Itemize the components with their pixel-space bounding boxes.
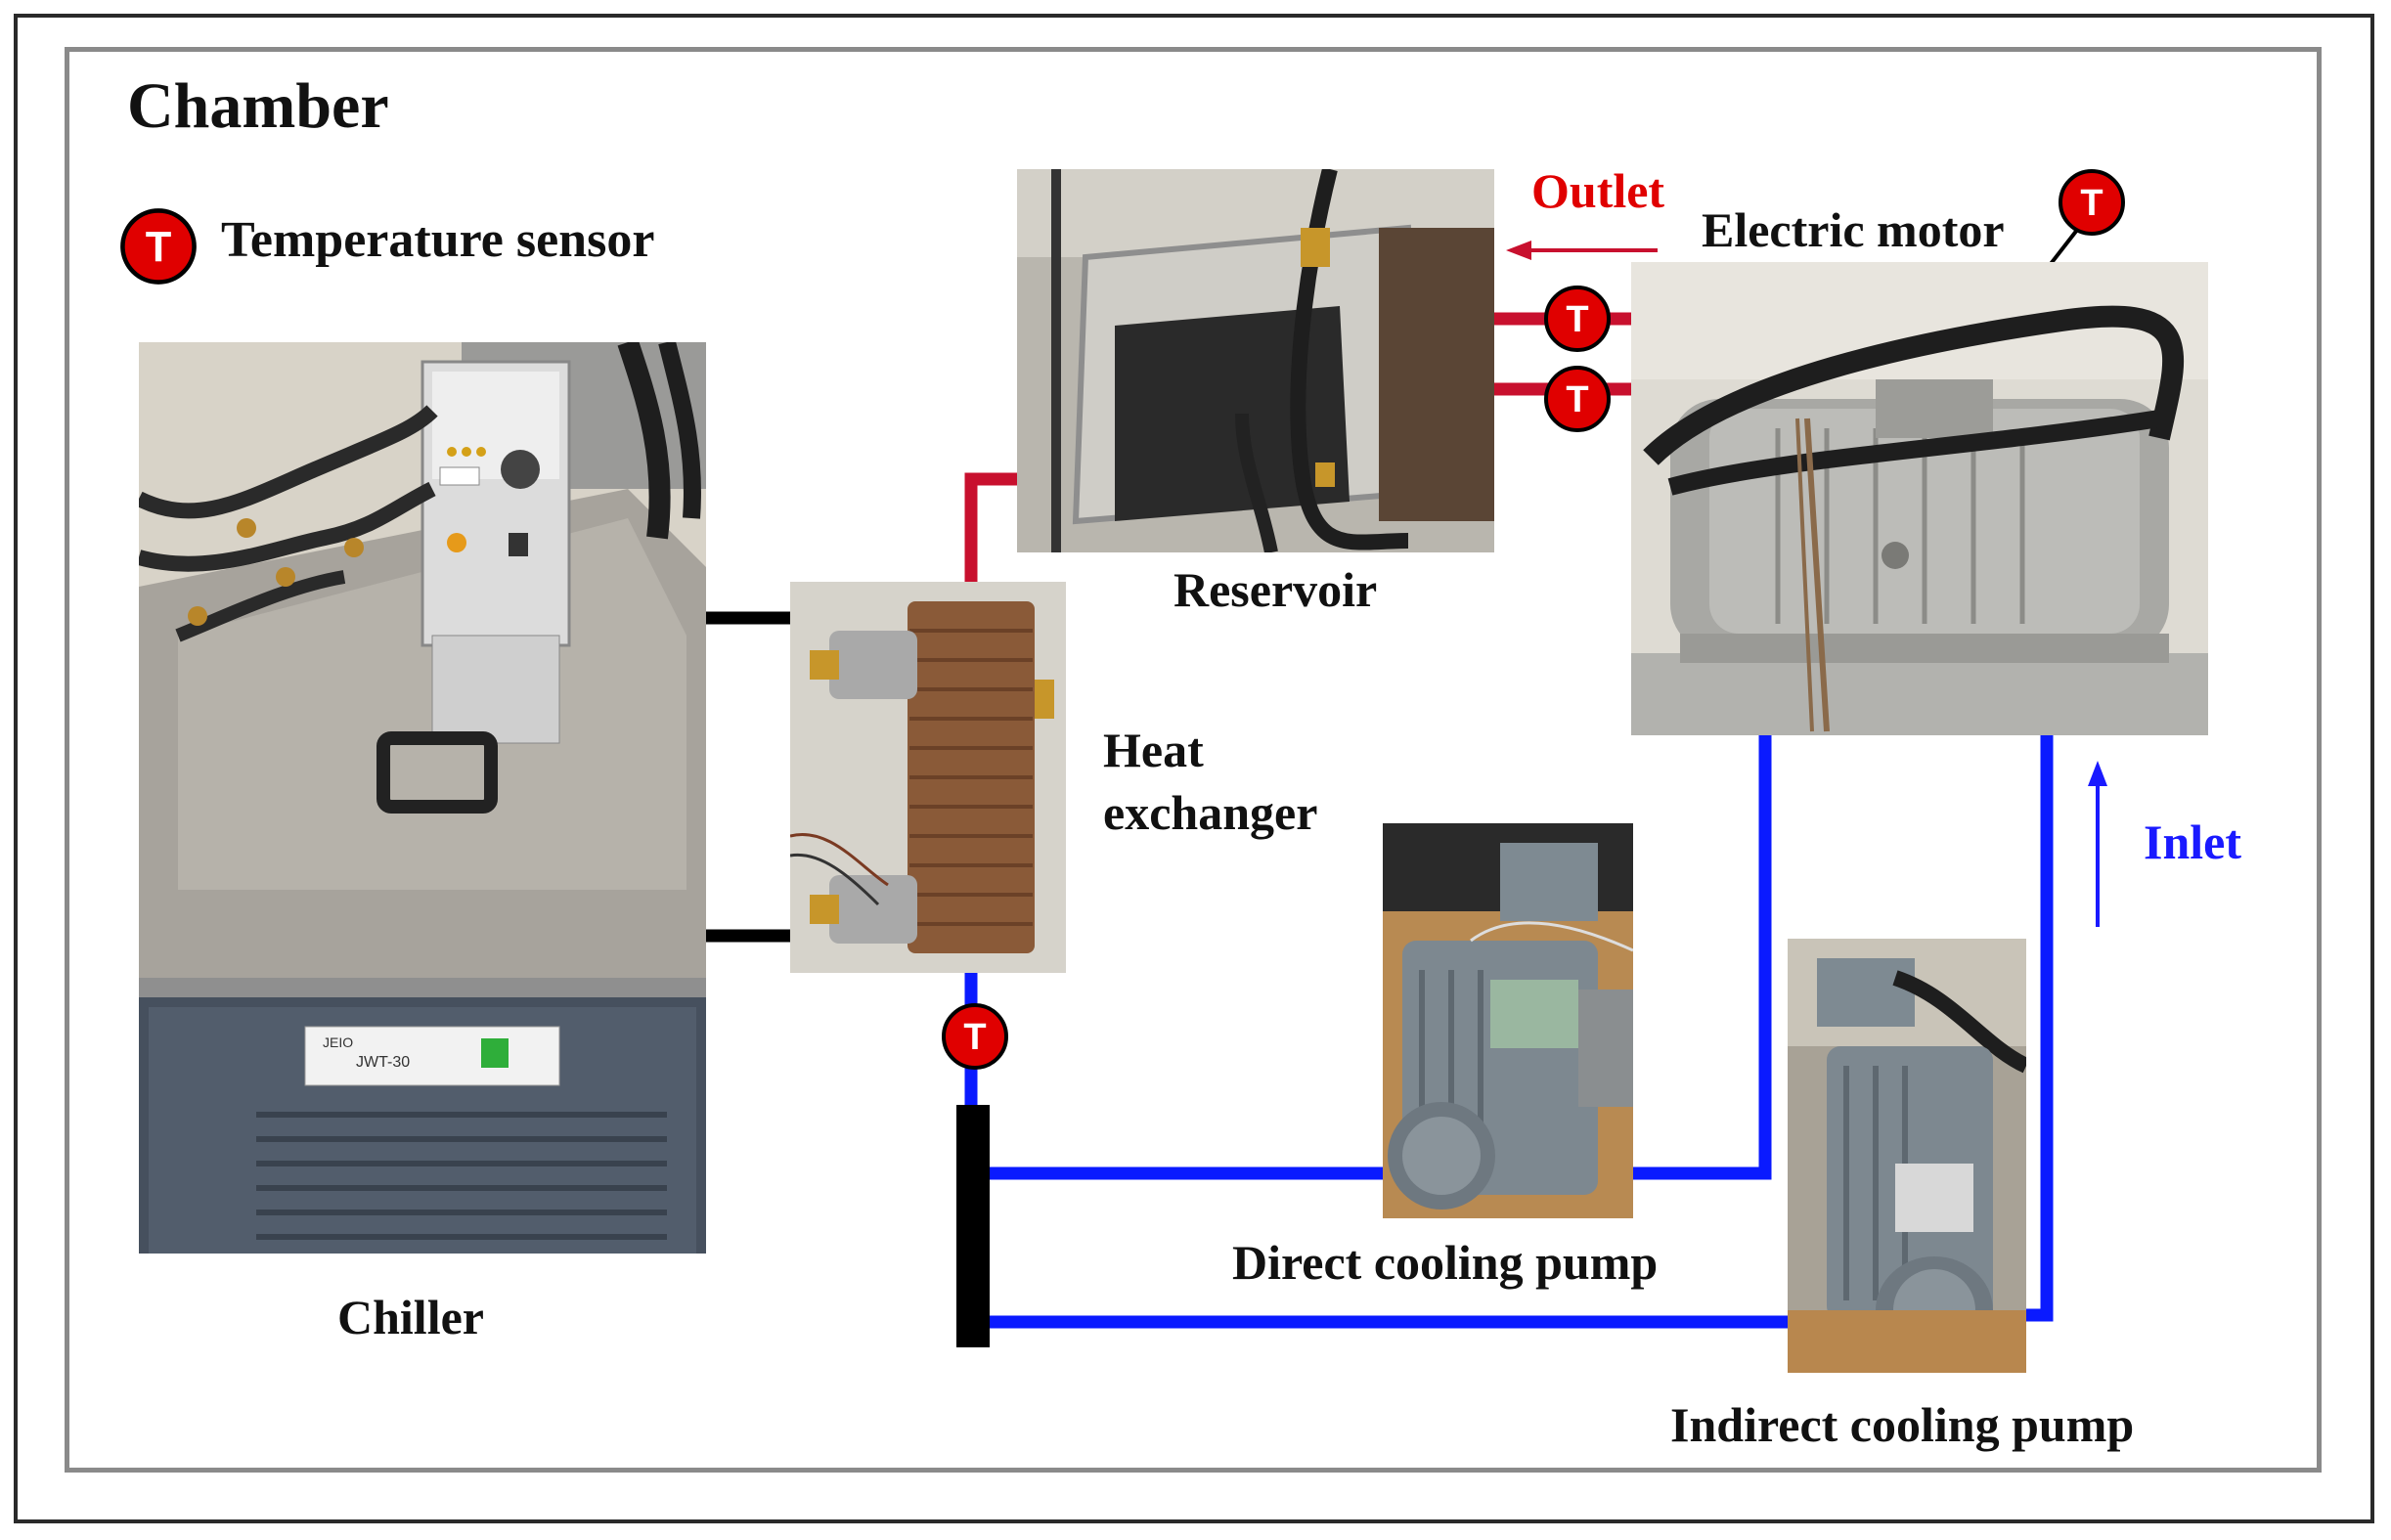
svg-text:T: T xyxy=(146,224,172,271)
manifold xyxy=(956,1105,990,1347)
chamber-title: Chamber xyxy=(127,70,389,142)
electric-motor-photo xyxy=(1631,262,2208,735)
svg-text:T: T xyxy=(1566,379,1588,420)
legend-sensor-icon: T xyxy=(119,207,198,286)
chiller-brand-text: JEIO xyxy=(323,1034,354,1050)
electric-motor-label: Electric motor xyxy=(1702,202,2005,257)
motor-return-sensor-icon: T xyxy=(1543,365,1612,433)
inlet-arrow-head xyxy=(2088,761,2107,786)
reservoir-photo xyxy=(1017,169,1494,552)
chamber-boundary xyxy=(65,47,2322,1473)
inlet-label: Inlet xyxy=(2144,814,2241,869)
hx-outlet-sensor-icon: T xyxy=(941,1002,1009,1071)
svg-text:T: T xyxy=(2080,183,2103,224)
legend-label: Temperature sensor xyxy=(221,212,655,268)
reservoir-label: Reservoir xyxy=(1173,562,1378,617)
svg-text:T: T xyxy=(963,1017,986,1058)
heat-exchanger-label-line1: Heat xyxy=(1103,723,1204,777)
direct-pump-label: Direct cooling pump xyxy=(1232,1235,1659,1290)
hx-reservoir-pipe xyxy=(964,472,1017,582)
direct-pump-motor-pipe xyxy=(1631,735,1772,1180)
heat-exchanger-photo xyxy=(790,582,1066,973)
motor-body-sensor-icon: T xyxy=(2058,168,2126,237)
outer-frame xyxy=(14,14,2374,1523)
indirect-pump-label: Indirect cooling pump xyxy=(1670,1397,2135,1452)
motor-outlet-sensor-icon: T xyxy=(1543,285,1612,353)
indirect-pump-photo xyxy=(1788,939,2026,1373)
indirect-pump-motor-pipe xyxy=(2026,735,2054,1322)
chiller-model-text: JWT-30 xyxy=(356,1054,411,1071)
outlet-label: Outlet xyxy=(1531,163,1665,218)
chiller-photo: JEIO JWT-30 xyxy=(139,342,706,1254)
chiller-label: Chiller xyxy=(337,1290,484,1344)
direct-pump-photo xyxy=(1383,823,1633,1218)
heat-exchanger-label-line2: exchanger xyxy=(1103,785,1318,840)
outlet-arrow-head xyxy=(1506,241,1531,260)
svg-text:T: T xyxy=(1566,299,1588,340)
